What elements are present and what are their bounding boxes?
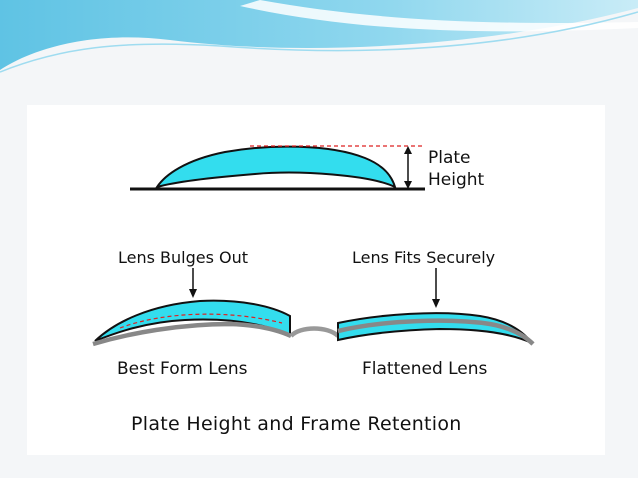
fits-arrow-head (432, 299, 440, 308)
best-form-dashed-curve (119, 313, 283, 329)
best-form-lens (94, 299, 291, 342)
diagram-caption: Plate Height and Frame Retention (131, 413, 462, 435)
header-wave-line (0, 11, 638, 73)
frame-curve-right (337, 318, 535, 346)
slide-header-wave (0, 0, 638, 73)
plate-height-label-line2: Height (428, 170, 485, 190)
lens-bulges-out-label: Lens Bulges Out (118, 248, 249, 267)
header-wave-highlight (240, 0, 638, 32)
header-wave-band (0, 0, 638, 70)
frame-curve-left (92, 321, 292, 347)
lens-fits-securely-label: Lens Fits Securely (352, 248, 496, 267)
plate-height-arrow-down (404, 181, 412, 189)
flattened-lens-label: Flattened Lens (362, 359, 488, 379)
plate-lens (154, 145, 397, 189)
bulge-arrow-head (189, 289, 197, 298)
plate-height-label-line1: Plate (428, 148, 471, 168)
plate-height-arrow-up (404, 146, 412, 154)
frame-bridge (289, 326, 340, 338)
best-form-lens-label: Best Form Lens (117, 359, 248, 379)
